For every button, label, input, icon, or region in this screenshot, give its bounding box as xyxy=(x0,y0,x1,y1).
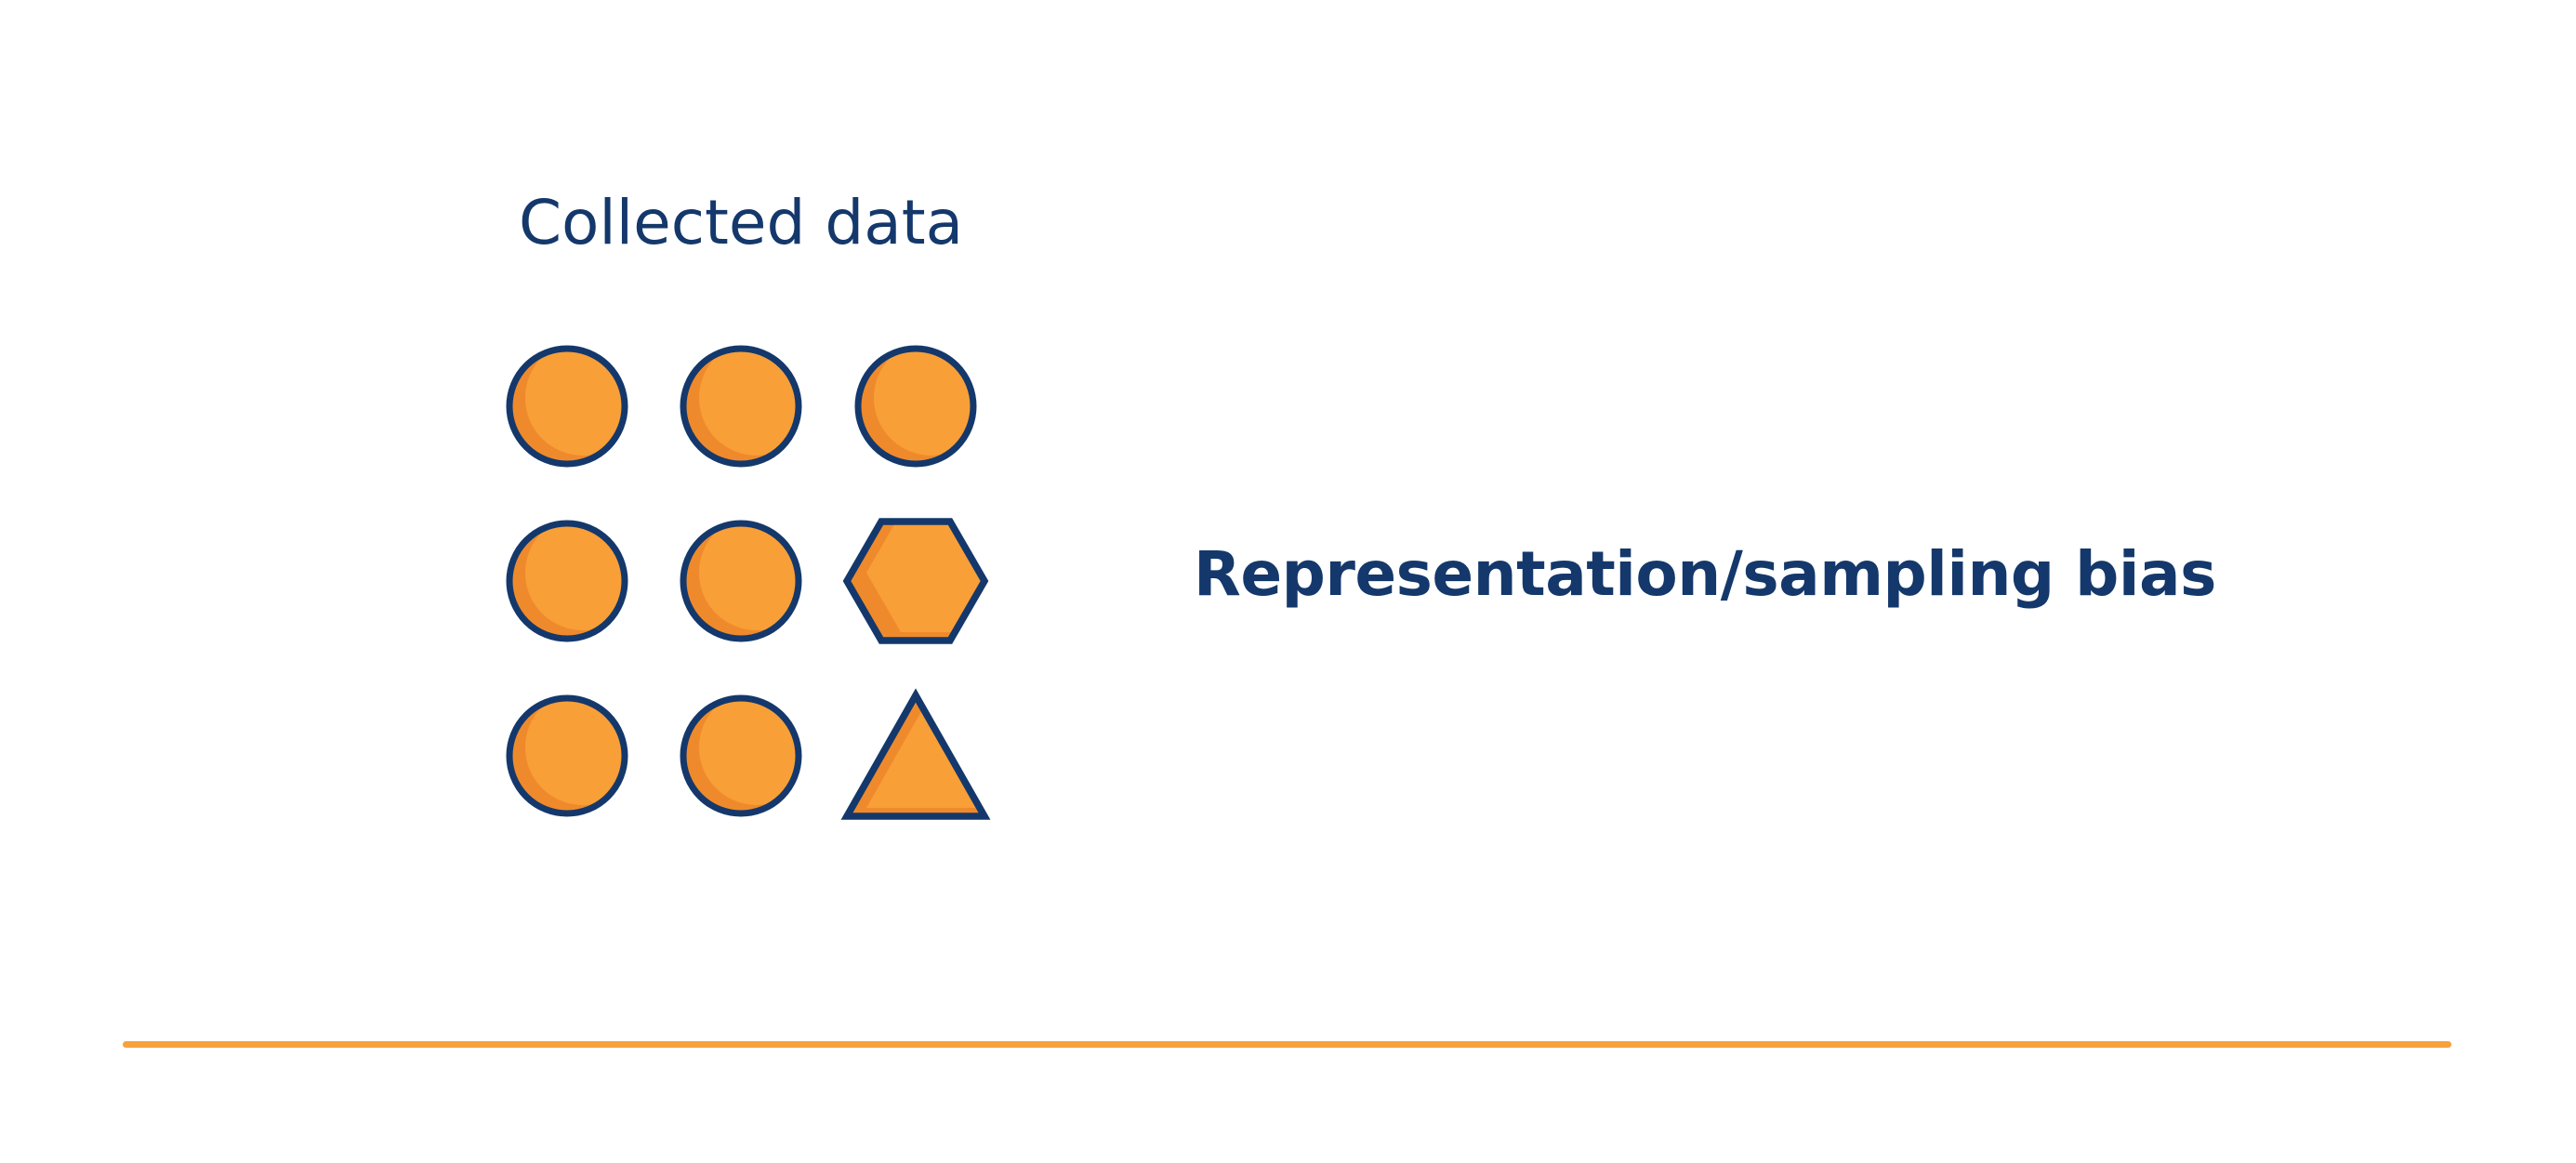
divider-line xyxy=(123,1041,2451,1048)
shape-hexagon xyxy=(842,518,989,644)
shape-circle xyxy=(506,694,628,817)
shape-circle xyxy=(506,520,628,642)
shape-circle xyxy=(680,520,802,642)
bias-label: Representation/sampling bias xyxy=(1194,538,2216,610)
shape-circle xyxy=(680,345,802,468)
shape-circle xyxy=(854,345,977,468)
shape-triangle xyxy=(840,688,991,820)
shape-circle xyxy=(506,345,628,468)
shape-circle xyxy=(680,694,802,817)
collected-data-title: Collected data xyxy=(518,187,964,258)
